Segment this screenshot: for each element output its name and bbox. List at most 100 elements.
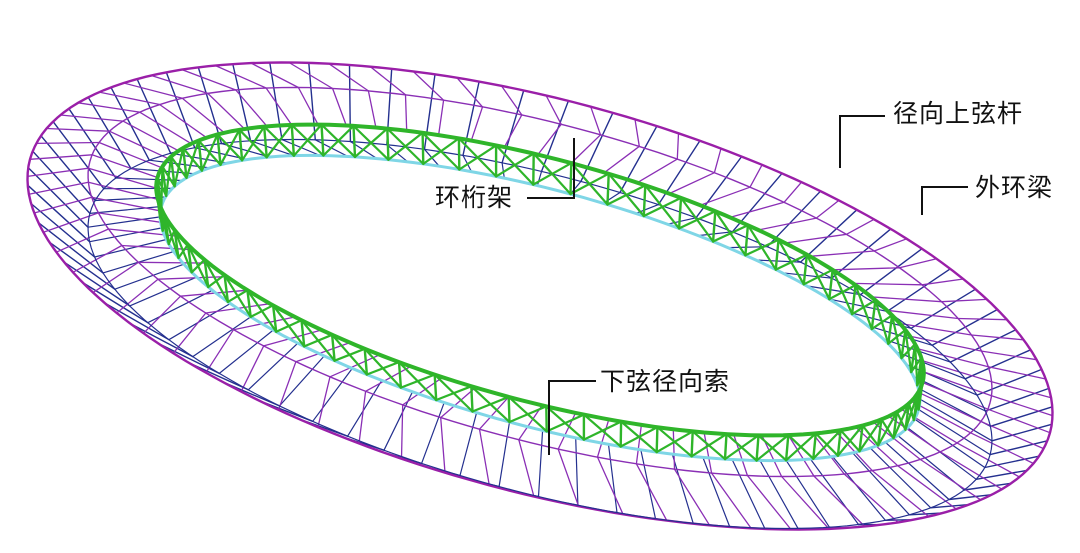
truss-vertical-member	[223, 273, 230, 304]
lower-radial-cable	[964, 349, 1032, 380]
radial-upper-chord	[214, 64, 267, 89]
truss-vertical-member	[246, 289, 252, 319]
lower-radial-cable	[32, 150, 91, 215]
lower-radial-cable	[87, 96, 132, 170]
lower-radial-cable	[759, 459, 799, 530]
radial-upper-chord	[676, 132, 680, 160]
truss-vertical-member	[876, 418, 883, 447]
lower-radial-cable	[27, 184, 91, 243]
radial-upper-chord	[364, 365, 412, 392]
radial-upper-chord	[897, 465, 957, 510]
radial-upper-chord	[787, 434, 815, 477]
radial-upper-chord	[590, 106, 602, 136]
lower-radial-cable	[88, 227, 163, 243]
radial-upper-chord	[831, 267, 901, 271]
truss-diagonal-member	[895, 410, 907, 431]
truss-diagonal-member	[744, 238, 780, 257]
truss-diagonal-member	[918, 381, 924, 399]
truss-diagonal-member	[677, 210, 717, 230]
radial-upper-chord	[710, 472, 752, 529]
truss-diagonal-member	[656, 426, 693, 458]
lower-radial-cable	[498, 421, 511, 488]
radial-upper-chord	[635, 424, 643, 465]
lower-radial-cable	[905, 363, 978, 396]
radial-upper-chord	[899, 322, 973, 336]
radial-upper-chord	[980, 420, 1045, 450]
radial-upper-chord	[917, 391, 982, 423]
radial-upper-chord	[980, 350, 1038, 361]
radial-upper-chord	[181, 68, 237, 91]
truss-vertical-member	[197, 139, 204, 172]
radial-upper-chord	[440, 416, 446, 474]
lower-radial-cable	[781, 272, 833, 279]
radial-upper-chord	[28, 181, 90, 195]
lower-radial-cable	[129, 276, 198, 307]
radial-upper-chord	[636, 158, 678, 184]
radial-upper-chord	[813, 475, 866, 528]
ring-truss	[154, 122, 926, 462]
radial-upper-chord	[478, 396, 510, 430]
radial-upper-chord	[703, 431, 713, 474]
radial-upper-chord	[749, 164, 763, 188]
lower-radial-cable	[423, 73, 436, 151]
lower-radial-cable	[501, 89, 525, 164]
radial-upper-chord	[205, 329, 235, 374]
radial-upper-chord	[757, 217, 817, 231]
radial-upper-chord	[500, 85, 523, 116]
truss-diagonal-member	[900, 343, 917, 360]
truss-diagonal-member	[433, 373, 474, 413]
truss-vertical-member	[386, 127, 390, 161]
lower-radial-cable	[347, 379, 383, 437]
lower-radial-cable	[157, 342, 221, 375]
truss-diagonal-member	[887, 328, 907, 345]
lower-radial-cable	[421, 402, 445, 464]
lower-cable-ring-line	[87, 138, 993, 530]
radial-upper-chord	[91, 154, 159, 179]
radial-upper-chord	[42, 212, 100, 233]
radial-upper-chord	[123, 82, 183, 99]
truss-vertical-member	[744, 223, 750, 257]
truss-vertical-member	[892, 410, 899, 440]
truss-diagonal-member	[397, 361, 438, 402]
lower-radial-cable	[459, 412, 478, 477]
radial-upper-chord	[923, 371, 993, 397]
truss-vertical-member	[655, 426, 659, 454]
radial-upper-chord	[55, 228, 110, 253]
leader-radial-upper-chord	[839, 115, 885, 168]
lower-radial-cable	[462, 80, 480, 157]
truss-vertical-member	[216, 133, 222, 167]
radial-upper-chord	[150, 74, 209, 95]
lower-radial-cable	[809, 458, 860, 526]
radial-upper-chord	[921, 381, 989, 410]
truss-diagonal-member	[870, 314, 894, 331]
truss-vertical-member	[642, 184, 647, 218]
radial-upper-chord	[207, 92, 246, 130]
radial-upper-chord	[557, 448, 580, 507]
truss-diagonal-member	[265, 123, 293, 159]
lower-radial-cable	[128, 322, 194, 358]
lower-radial-cable	[114, 263, 185, 290]
radial-upper-chord	[72, 244, 123, 273]
lower-radial-cable	[851, 452, 911, 516]
radial-upper-chord	[668, 172, 716, 195]
truss-diagonal-member	[757, 434, 788, 462]
radial-upper-chord	[277, 361, 297, 411]
truss-diagonal-member	[163, 214, 180, 259]
lower-radial-cable	[312, 367, 353, 422]
lower-radial-cable	[308, 62, 316, 141]
truss-vertical-member	[900, 328, 907, 360]
radial-upper-chord	[87, 167, 157, 189]
radial-upper-chord	[108, 130, 170, 160]
radial-upper-chord	[957, 317, 1008, 321]
radial-upper-chord	[713, 147, 722, 174]
truss-vertical-member	[904, 402, 911, 431]
truss-vertical-member	[203, 258, 210, 289]
lower-radial-cable	[799, 209, 858, 263]
radial-upper-chord	[45, 127, 111, 132]
truss-vertical-member	[271, 304, 278, 333]
radial-upper-chord	[939, 451, 1003, 490]
lower-radial-cable	[278, 355, 325, 407]
radial-upper-chord	[116, 278, 159, 314]
truss-vertical-member	[569, 161, 573, 196]
truss-diagonal-member	[300, 319, 336, 362]
